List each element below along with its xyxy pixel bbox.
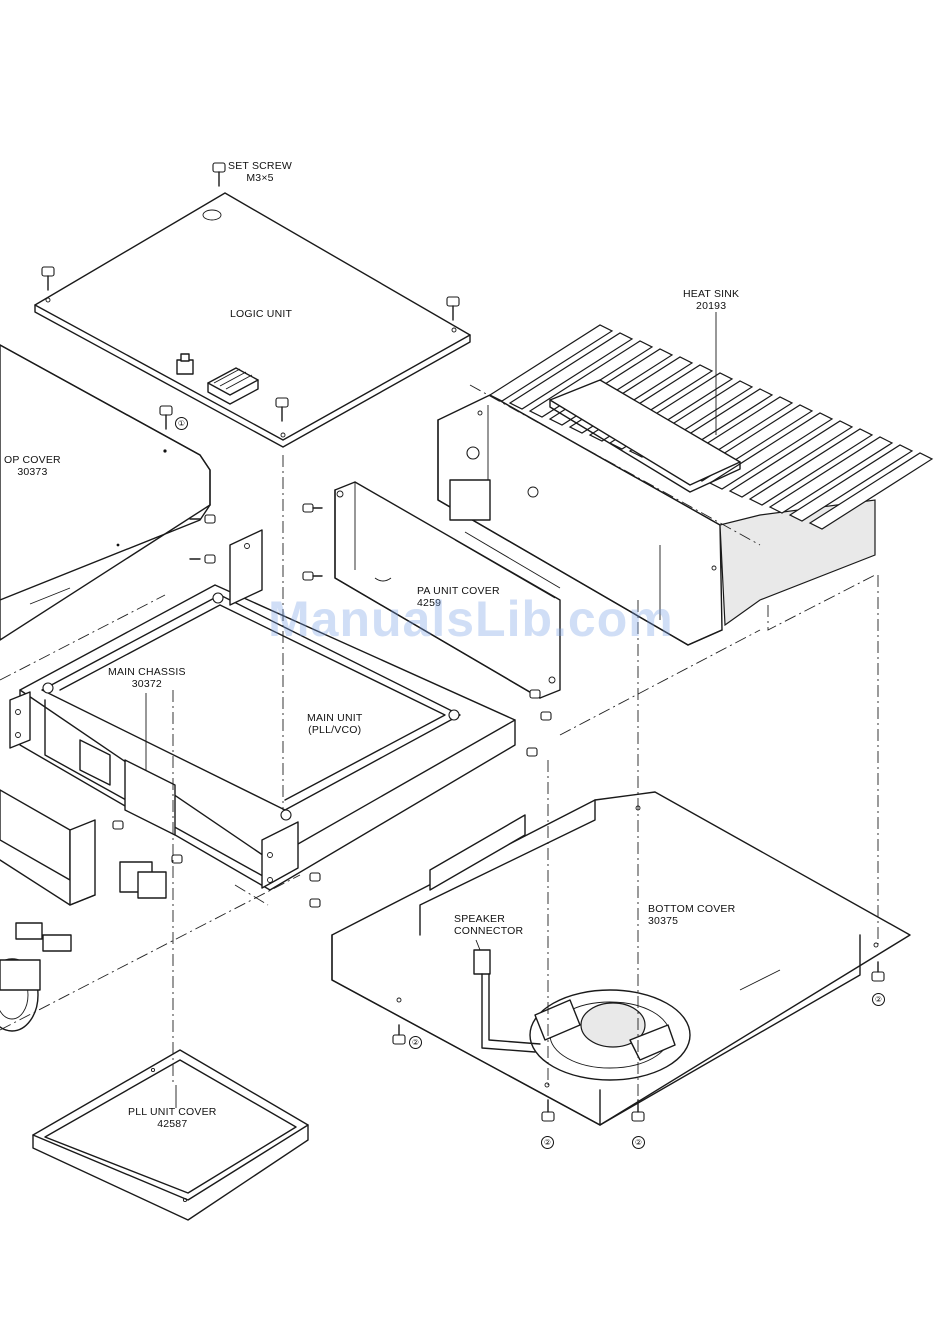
screw-marker-2: ② [632,1136,645,1149]
top-cover [0,345,210,640]
main-unit-label: MAIN UNIT(PLL/VCO) [307,712,362,736]
bottom-cover [332,792,910,1125]
logic-unit-label: LOGIC UNIT [230,308,292,320]
pll-unit-cover [33,1050,308,1220]
front-parts [0,790,166,1031]
screw-marker-2: ② [409,1036,422,1049]
screw-marker-1: ① [175,417,188,430]
screw-marker-2: ② [541,1136,554,1149]
screw-marker-2: ② [872,993,885,1006]
watermark: ManualsLib.com [268,590,674,648]
